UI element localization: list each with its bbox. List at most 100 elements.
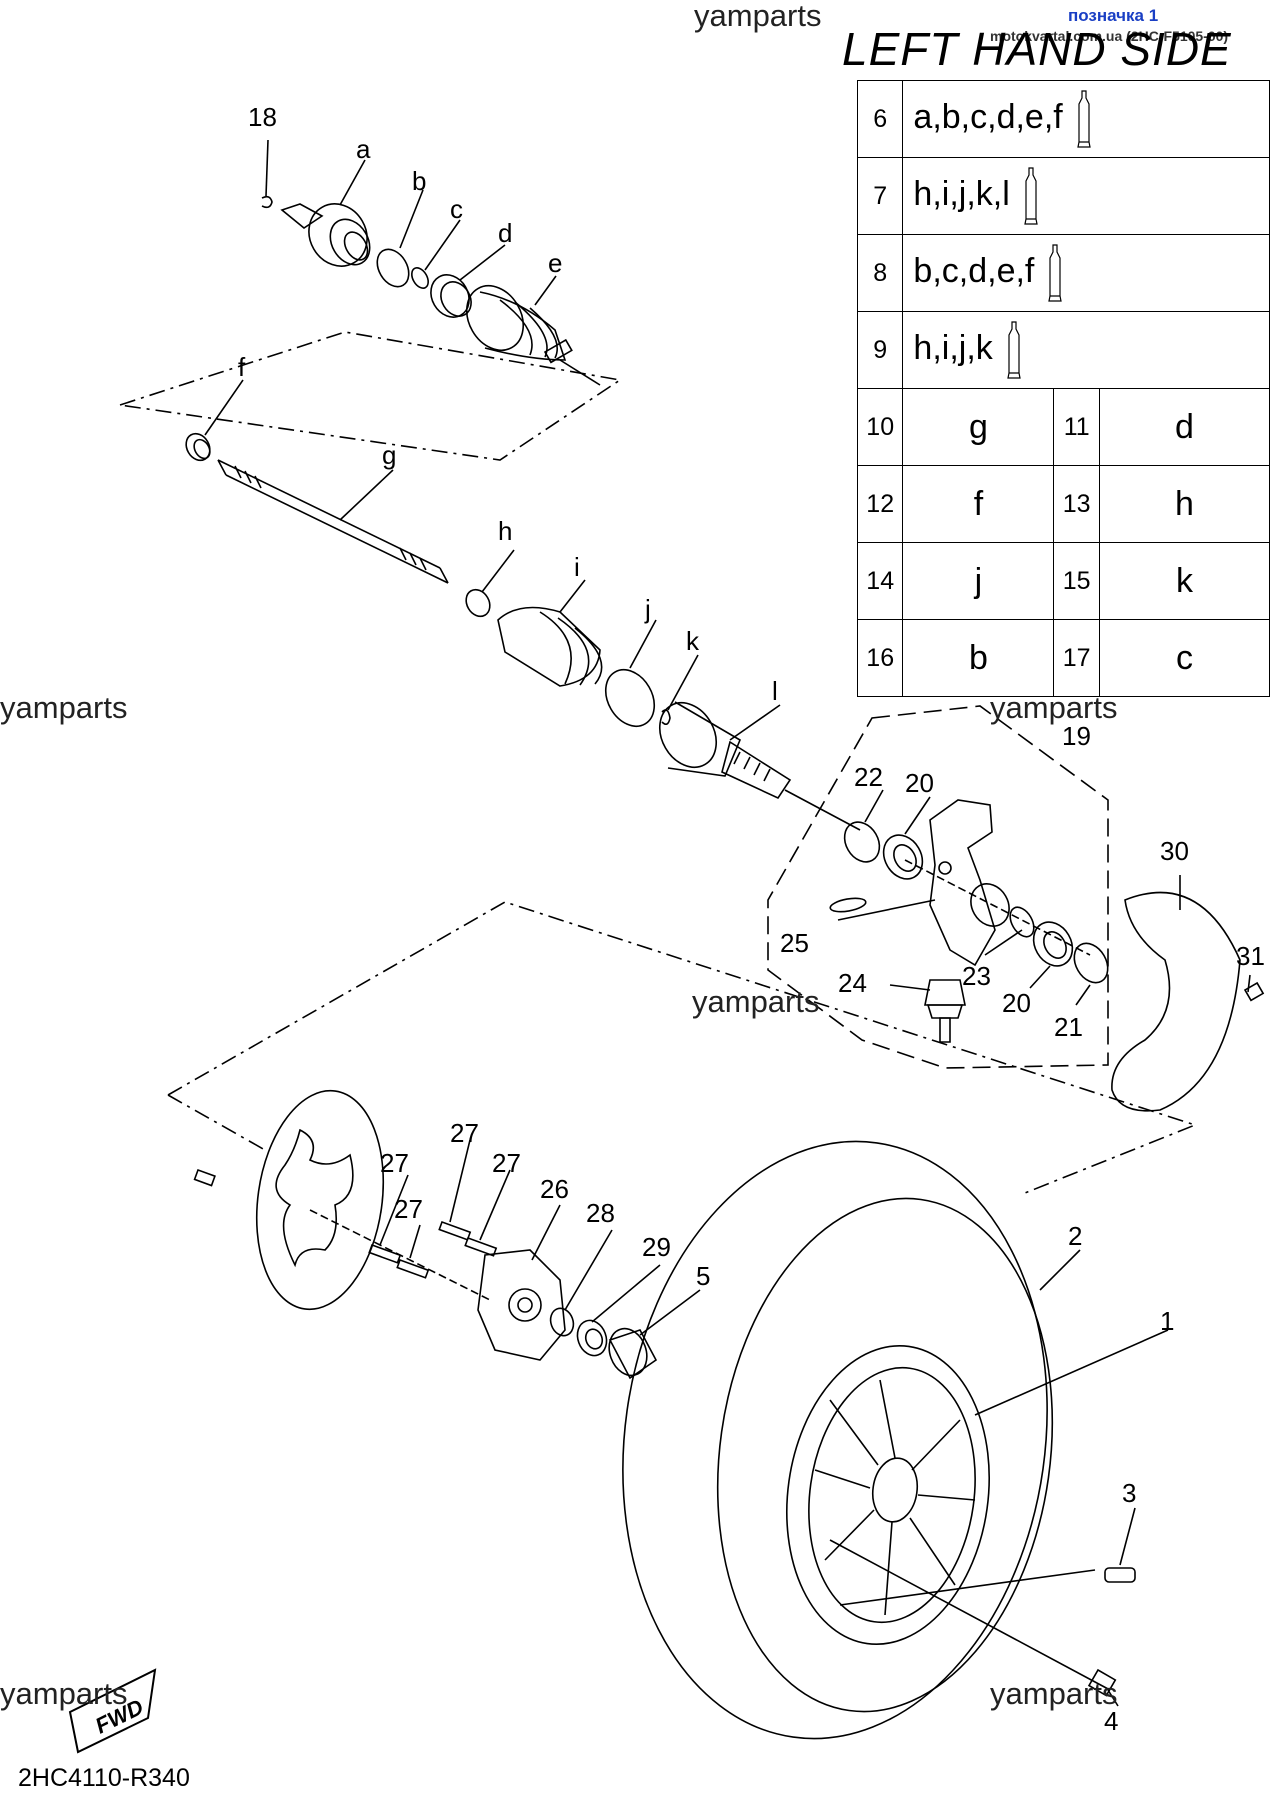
ref-number: 15 xyxy=(1053,542,1100,620)
callout-28: 28 xyxy=(586,1198,615,1228)
callout-30: 30 xyxy=(1160,836,1189,866)
watermark: yamparts xyxy=(990,1676,1118,1711)
kit-parts-text: h,i,j,k xyxy=(913,328,993,367)
ref-part: f xyxy=(902,465,1055,543)
ref-number: 16 xyxy=(856,619,904,697)
dashed-guide-lower xyxy=(167,901,1198,1196)
part-c-ring xyxy=(411,267,429,289)
ref-number: 10 xyxy=(856,388,904,466)
callout-a: a xyxy=(356,134,371,164)
callout-20a: 20 xyxy=(905,768,934,798)
part-30-guard xyxy=(1111,891,1241,1112)
part-27-stud-2 xyxy=(464,1236,498,1257)
watermark: yamparts xyxy=(694,0,822,33)
part-20-bearing-lower xyxy=(1032,921,1074,967)
part-brake-disc xyxy=(255,1089,385,1311)
kit-parts: h,i,j,k xyxy=(902,311,1270,389)
part-4-nut xyxy=(1087,1668,1117,1697)
part-21-seal xyxy=(1073,942,1109,984)
kit-parts-text: a,b,c,d,e,f xyxy=(913,97,1063,136)
callout-25: 25 xyxy=(780,928,809,958)
callout-27d: 27 xyxy=(394,1194,423,1224)
grease-tube-icon xyxy=(1007,321,1021,379)
ref-number: 12 xyxy=(856,465,904,543)
callout-4: 4 xyxy=(1104,1706,1118,1736)
part-e-boot xyxy=(465,285,573,364)
diagram-code: 2HC4110-R340 xyxy=(18,1764,190,1792)
callout-c: c xyxy=(450,194,463,224)
part-a-outboard-joint xyxy=(280,203,371,267)
part-d-band xyxy=(430,274,472,318)
watermark: yamparts xyxy=(0,690,128,725)
callout-27c: 27 xyxy=(492,1148,521,1178)
callout-27b: 27 xyxy=(380,1148,409,1178)
callout-24: 24 xyxy=(838,968,867,998)
callout-1: 1 xyxy=(1160,1306,1174,1336)
callout-j: j xyxy=(644,594,651,624)
part-27-stud-4 xyxy=(396,1258,430,1279)
callout-23: 23 xyxy=(962,961,991,991)
grease-tube-icon xyxy=(1077,90,1091,148)
callout-k: k xyxy=(686,626,700,656)
callout-27a: 27 xyxy=(450,1118,479,1148)
ref-part: g xyxy=(902,388,1055,466)
ref-number: 11 xyxy=(1053,388,1100,466)
kit-number: 6 xyxy=(856,80,904,158)
part-24-ball-joint xyxy=(924,979,966,1043)
ref-part: c xyxy=(1098,619,1271,697)
ref-part: j xyxy=(902,542,1055,620)
part-26-hub xyxy=(477,1249,566,1361)
callout-31: 31 xyxy=(1236,941,1265,971)
callout-29: 29 xyxy=(642,1232,671,1262)
part-j-band xyxy=(604,668,656,728)
ref-part: k xyxy=(1098,542,1271,620)
watermark: yamparts xyxy=(0,1676,128,1711)
part-25-oring xyxy=(829,897,867,913)
bookmark-tag: позначка 1 xyxy=(1068,6,1159,25)
kit-parts: b,c,d,e,f xyxy=(902,234,1270,312)
part-f-band xyxy=(185,432,211,462)
fwd-arrow-icon: FWD xyxy=(68,1668,157,1754)
part-b-circlip xyxy=(376,248,410,288)
kit-number: 9 xyxy=(856,311,904,389)
callout-e: e xyxy=(548,248,562,278)
callout-21: 21 xyxy=(1054,1012,1083,1042)
kit-number: 7 xyxy=(856,157,904,235)
callout-l: l xyxy=(772,676,778,706)
part-29-nut xyxy=(576,1319,608,1357)
callout-3: 3 xyxy=(1122,1478,1136,1508)
diagram-title: LEFT HAND SIDE xyxy=(842,23,1232,75)
callout-19: 19 xyxy=(1062,721,1091,751)
callout-h: h xyxy=(498,516,512,546)
kit-parts: h,i,j,k,l xyxy=(902,157,1270,235)
ref-number: 17 xyxy=(1053,619,1100,697)
callout-i: i xyxy=(574,552,580,582)
part-27-stud-3 xyxy=(368,1243,402,1264)
part-small-bolt xyxy=(193,1168,216,1187)
callout-5: 5 xyxy=(696,1261,710,1291)
part-1-wheel xyxy=(785,1345,991,1645)
knuckle-assembly-outline xyxy=(767,705,1109,1069)
ref-number: 14 xyxy=(856,542,904,620)
part-3-valve xyxy=(1104,1567,1136,1583)
part-l-inboard-joint xyxy=(658,701,792,800)
ref-part: b xyxy=(902,619,1055,697)
part-27-stud-1 xyxy=(438,1220,472,1241)
grease-tube-icon xyxy=(1048,244,1063,302)
ref-part: h xyxy=(1098,465,1271,543)
kit-number: 8 xyxy=(856,234,904,312)
part-22-seal xyxy=(843,821,881,863)
part-h-band xyxy=(465,588,491,618)
callout-d: d xyxy=(498,218,512,248)
kit-parts-text: b,c,d,e,f xyxy=(913,251,1035,290)
